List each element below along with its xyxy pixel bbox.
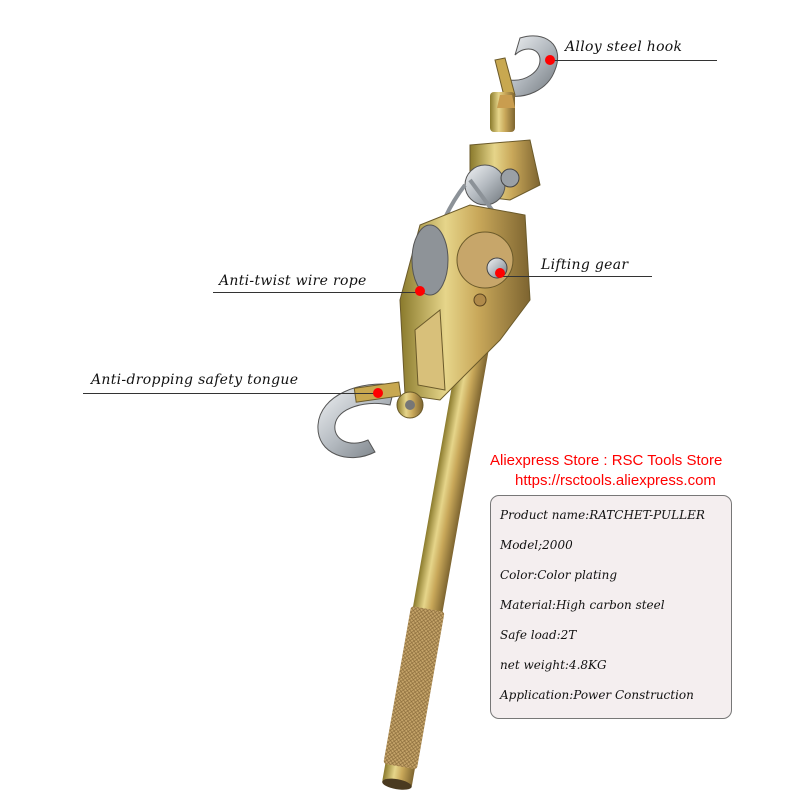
main-body — [399, 204, 531, 401]
callout-marker-dot — [373, 388, 383, 398]
spec-product-name: Product name:RATCHET-PULLER — [500, 508, 705, 522]
callout-underline — [500, 276, 652, 277]
spec-material: Material:High carbon steel — [500, 598, 665, 612]
watermark-store: Aliexpress Store : RSC Tools Store — [490, 452, 723, 469]
callout-marker-dot — [545, 55, 555, 65]
callout-underline — [213, 292, 420, 293]
spec-safe-load: Safe load:2T — [500, 628, 577, 642]
callout-marker-dot — [415, 286, 425, 296]
callout-alloy-steel-hook: Alloy steel hook — [565, 39, 683, 55]
callout-anti-twist-wire-rope: Anti-twist wire rope — [219, 273, 367, 289]
spec-application: Application:Power Construction — [500, 688, 694, 702]
spec-net-weight: net weight:4.8KG — [500, 658, 607, 672]
handle — [382, 301, 496, 790]
upper-block — [464, 139, 541, 206]
spec-model: Model;2000 — [500, 538, 573, 552]
top-hook — [490, 35, 558, 132]
callout-marker-dot — [495, 268, 505, 278]
watermark-url: https://rsctools.aliexpress.com — [515, 472, 716, 489]
callout-lifting-gear: Lifting gear — [541, 257, 629, 273]
spec-color: Color:Color plating — [500, 568, 618, 582]
callout-underline — [83, 393, 380, 394]
spec-box: Product name:RATCHET-PULLER Model;2000 C… — [490, 495, 732, 719]
callout-anti-dropping-safety-tongue: Anti-dropping safety tongue — [91, 372, 299, 388]
callout-underline — [550, 60, 717, 61]
